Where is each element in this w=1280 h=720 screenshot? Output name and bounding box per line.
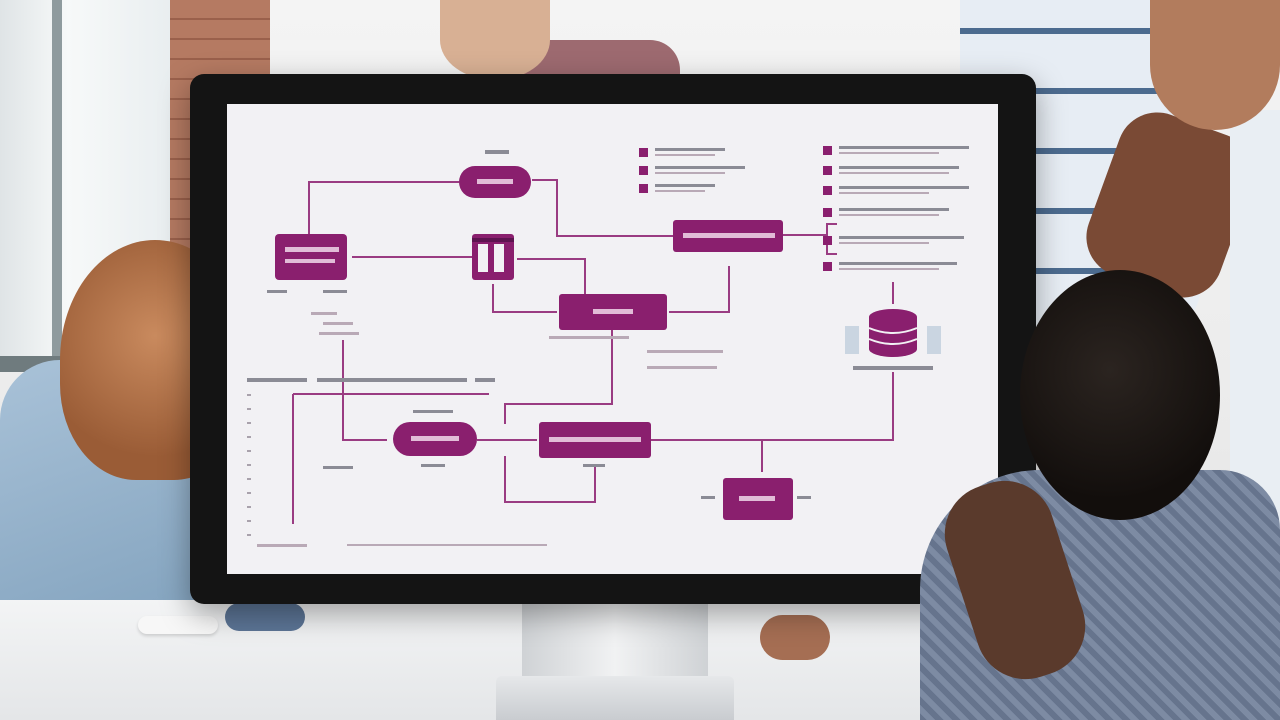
monitor-screen — [227, 104, 998, 574]
connector — [532, 179, 673, 237]
connector — [517, 258, 586, 294]
connector — [504, 330, 613, 424]
connector — [504, 456, 596, 503]
foreground-person-head — [1020, 270, 1220, 520]
connector — [651, 372, 894, 441]
connector — [308, 181, 459, 239]
connector — [669, 266, 730, 313]
flowchart-node — [275, 234, 347, 280]
left-person-hand — [225, 603, 305, 631]
connector — [492, 284, 557, 313]
database-icon — [845, 309, 941, 357]
connector — [783, 223, 837, 236]
left-axis-ticks — [247, 394, 251, 536]
connector — [292, 393, 489, 524]
far-right-person-body — [1230, 110, 1280, 530]
monitor-stand-neck — [522, 604, 708, 684]
computer-mouse — [138, 616, 218, 634]
node-label-marks — [285, 179, 775, 501]
bullet-list-right — [823, 146, 969, 271]
window-mullion — [52, 0, 62, 370]
flowchart-diagram — [247, 146, 969, 547]
monitor-stand-foot — [496, 676, 734, 720]
server-icon — [472, 234, 514, 280]
background-person-head — [440, 0, 550, 80]
annotation-marks — [247, 150, 933, 547]
connector — [342, 340, 387, 441]
far-right-person-head — [1150, 0, 1280, 130]
bullet-list-top — [639, 148, 745, 193]
middle-hand — [760, 615, 830, 660]
